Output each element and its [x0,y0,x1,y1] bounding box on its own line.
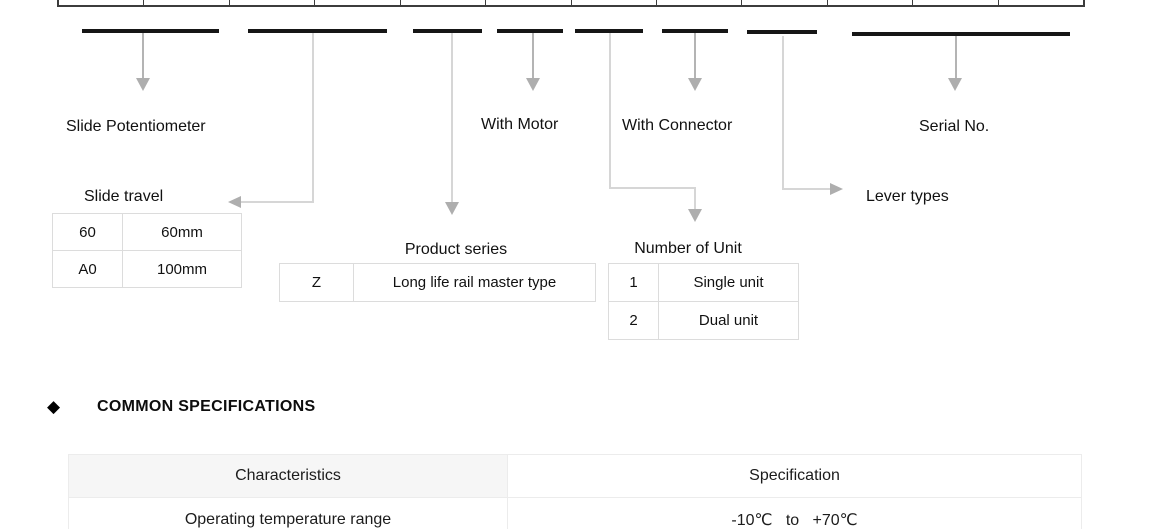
part-code-cell [401,0,487,5]
label-slide-potentiometer: Slide Potentiometer [66,118,206,135]
arrow-number-of-unit [694,187,696,210]
arrowhead-down-icon [445,202,459,215]
table-row: 1 Single unit [608,263,799,302]
specification-cell: -10℃ to +70℃ [507,497,1082,529]
arrowhead-down-icon [688,78,702,91]
arrowhead-down-icon [526,78,540,91]
arrow-slide-travel [312,33,314,203]
underline-slide-travel [248,29,387,33]
value-cell: Long life rail master type [353,263,596,302]
underline-slide-potentiometer [82,29,219,33]
slide-travel-table: 60 60mm A0 100mm [52,213,242,288]
value-cell: 60mm [122,213,242,251]
label-product-series: Product series [404,241,508,258]
table-row: 2 Dual unit [608,301,799,340]
underline-with-connector [662,29,728,33]
arrowhead-down-icon [688,209,702,222]
part-code-cell [742,0,828,5]
code-cell: 2 [608,301,659,340]
arrow-number-of-unit [609,33,611,189]
code-cell: Z [279,263,354,302]
value-cell: Dual unit [658,301,799,340]
arrow-number-of-unit [609,187,696,189]
value-cell: Single unit [658,263,799,302]
arrow-lever-types [782,36,784,190]
header-characteristics: Characteristics [68,454,508,498]
label-serial-no: Serial No. [919,118,990,135]
arrow-slide-potentiometer [142,33,144,79]
part-code-cell [828,0,914,5]
part-code-cell [59,0,145,5]
underline-serial-no [852,32,1070,36]
code-cell: A0 [52,250,123,288]
arrow-with-connector [694,33,696,79]
label-lever-types: Lever types [866,188,949,205]
table-row: 60 60mm [52,213,242,251]
label-slide-travel: Slide travel [84,188,164,205]
part-code-table [57,0,1085,7]
part-code-cell [913,0,999,5]
part-code-cell [657,0,743,5]
code-cell: 60 [52,213,123,251]
arrowhead-right-icon [830,183,843,195]
characteristic-cell: Operating temperature range [68,497,508,529]
underline-lever-types [747,30,817,34]
part-code-cell [572,0,657,5]
underline-number-of-unit [575,29,643,33]
number-of-unit-table: 1 Single unit 2 Dual unit [608,263,799,340]
part-code-cell [999,0,1083,5]
part-code-cell [144,0,230,5]
arrow-with-motor [532,33,534,79]
part-code-cell [486,0,572,5]
arrow-lever-types [783,188,831,190]
underline-with-motor [497,29,563,33]
arrowhead-left-icon [228,196,241,208]
part-code-cell [315,0,401,5]
arrowhead-down-icon [948,78,962,91]
code-cell: 1 [608,263,659,302]
value-cell: 100mm [122,250,242,288]
arrow-slide-travel [241,201,313,203]
common-specifications-table: Characteristics Specification Operating … [68,454,1082,529]
section-title: COMMON SPECIFICATIONS [97,398,316,415]
diamond-bullet-icon: ◆ [47,397,61,416]
underline-product-series [413,29,482,33]
table-row: A0 100mm [52,250,242,288]
table-row: Operating temperature range -10℃ to +70℃ [68,497,1082,529]
arrow-product-series [451,33,453,203]
label-number-of-unit: Number of Unit [634,240,742,257]
product-series-table: Z Long life rail master type [279,263,596,302]
table-header-row: Characteristics Specification [68,454,1082,498]
header-specification: Specification [507,454,1082,498]
arrowhead-down-icon [136,78,150,91]
label-with-motor: With Motor [481,116,559,133]
part-code-cell [230,0,316,5]
table-row: Z Long life rail master type [279,263,596,302]
label-with-connector: With Connector [622,117,733,134]
arrow-serial-no [955,36,957,79]
